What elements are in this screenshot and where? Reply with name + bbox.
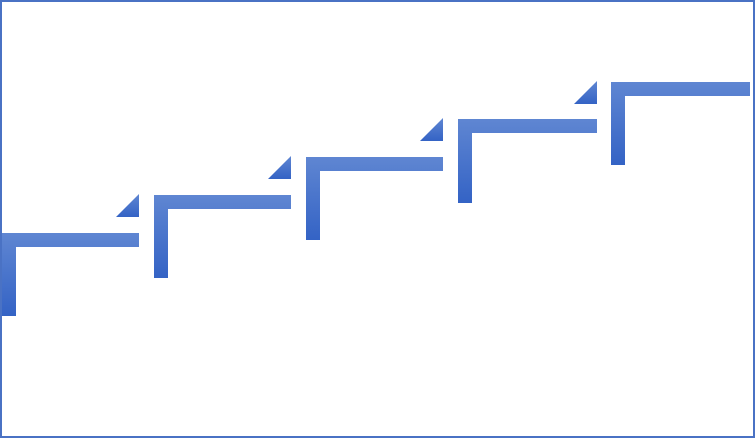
step-corner-triangle-4	[574, 81, 597, 104]
step-4	[458, 119, 597, 203]
step-corner-triangle-1	[116, 194, 139, 217]
step-corner-triangle-3	[420, 118, 443, 141]
step-5	[611, 82, 750, 165]
steps-group	[2, 81, 750, 316]
step-1	[2, 233, 139, 316]
step-3	[306, 157, 443, 240]
step-2	[154, 195, 291, 278]
step-corner-triangle-2	[268, 156, 291, 179]
